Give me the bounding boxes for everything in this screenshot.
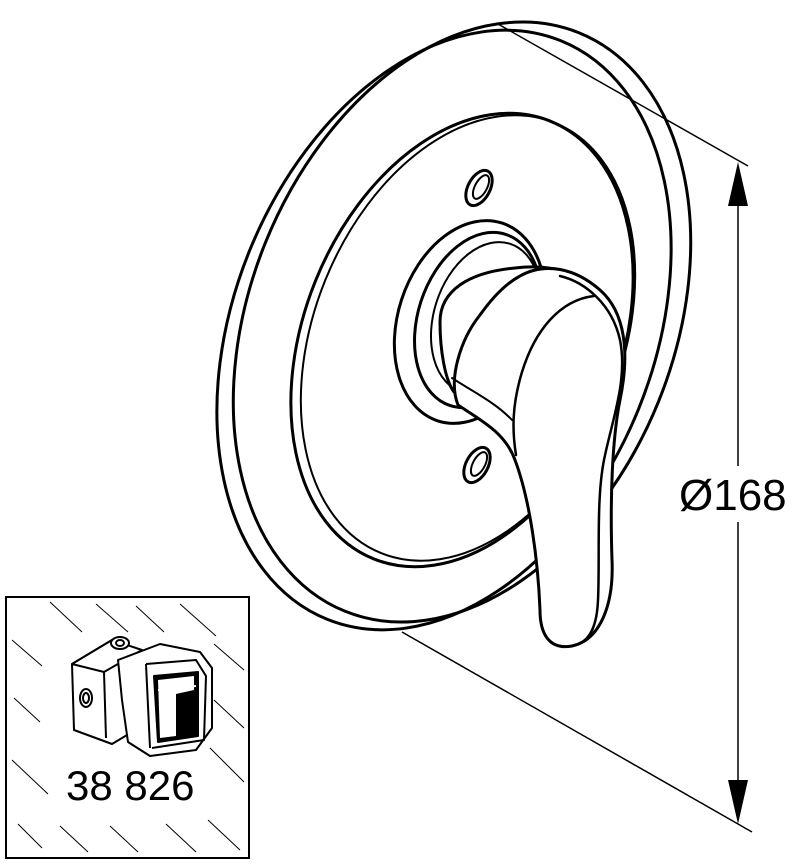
extension-line-bottom bbox=[401, 631, 753, 833]
part-number: 38 826 bbox=[66, 762, 194, 809]
lever-handle bbox=[438, 265, 627, 649]
screw-hole-bottom-inner bbox=[469, 451, 489, 477]
arrow-up bbox=[728, 162, 748, 206]
concealed-mixer-body-icon bbox=[71, 636, 213, 757]
body-cap-bevel bbox=[145, 659, 207, 749]
screw-hole-top-inner bbox=[471, 174, 491, 200]
lever-blade bbox=[452, 267, 627, 649]
lever-neck-ridge bbox=[451, 377, 513, 421]
body-cap-window-highlight bbox=[158, 676, 194, 738]
wall-hatching bbox=[11, 601, 245, 853]
arrow-down bbox=[728, 780, 748, 824]
lever-blade-contour bbox=[558, 274, 624, 646]
dimension-label-bg bbox=[674, 466, 798, 522]
extension-line-top bbox=[497, 23, 749, 167]
screw-holes bbox=[462, 168, 494, 485]
inset-box: 38 826 bbox=[5, 596, 250, 859]
lever-blade-ridge bbox=[512, 294, 596, 457]
dimension-label: Ø168 bbox=[679, 471, 787, 520]
dimension-arrows bbox=[728, 162, 748, 824]
rosette-back-rim bbox=[231, 20, 693, 624]
rosette-front-rim bbox=[215, 28, 673, 632]
